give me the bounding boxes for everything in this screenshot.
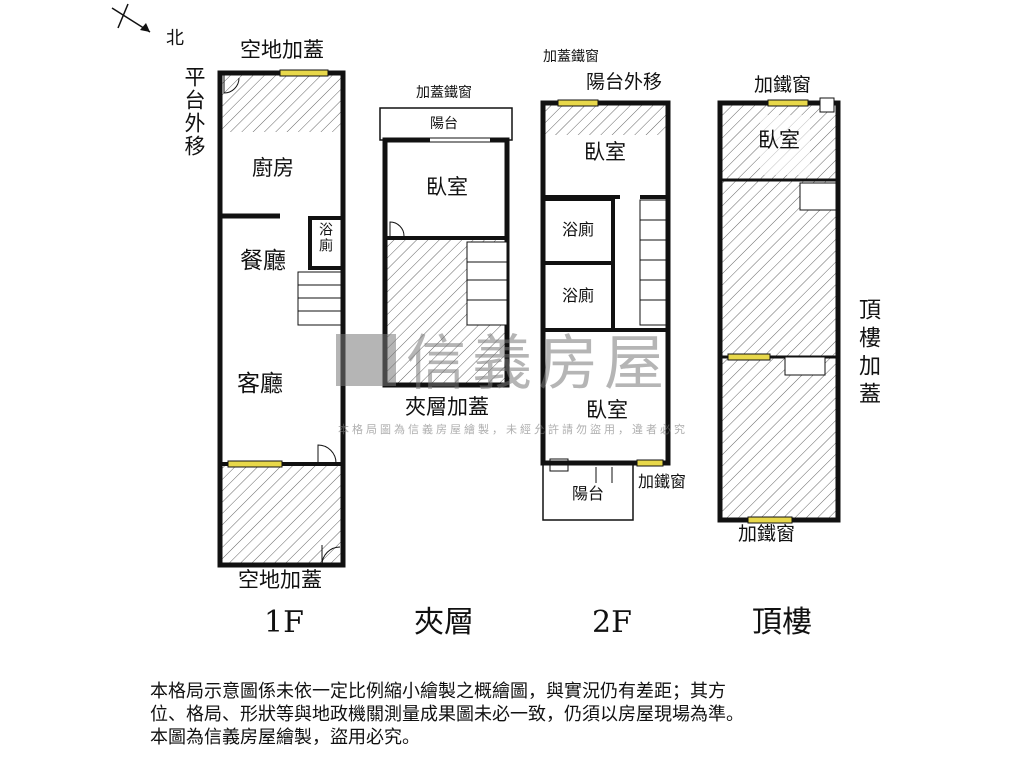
room-label: 加鐵窗 [638, 472, 687, 491]
room-label: 頂樓加蓋 [855, 298, 880, 410]
room-label: 空地加蓋 [240, 38, 324, 62]
room-label: 浴廁 [562, 286, 595, 305]
plan-rooftop [717, 97, 841, 524]
room-label: 陽台外移 [586, 71, 663, 93]
room-label: 客廳 [237, 371, 283, 397]
floor-label-1f: 1F [264, 605, 304, 640]
room-label: 陽台 [572, 484, 605, 503]
floor-label-2f: 2F [592, 605, 632, 640]
watermark-notice: 本格局圖為信義房屋繪製，未經允許請勿盜用，違者必究 [338, 423, 688, 436]
plan-mezzanine [379, 107, 513, 388]
room-label: 陽台 [430, 116, 458, 132]
room-label: 加蓋鐵窗 [416, 85, 472, 101]
room-label: 空地加蓋 [238, 568, 322, 592]
compass-north-label: 北 [166, 28, 184, 49]
room-label: 浴廁 [562, 220, 595, 239]
room-label: 浴廁 [317, 222, 333, 254]
room-label: 臥室 [426, 175, 468, 199]
plan-1f [217, 69, 346, 568]
room-label: 廚房 [252, 156, 294, 180]
compass-arrow-icon [111, 3, 151, 33]
room-label: 臥室 [584, 140, 626, 164]
floor-label-mezzanine: 夾層 [414, 605, 474, 640]
room-label: 餐廳 [240, 248, 286, 274]
room-label: 加鐵窗 [754, 74, 812, 96]
room-label: 臥室 [758, 128, 800, 152]
disclaimer-line: 本圖為信義房屋繪製，盜用必究。 [150, 727, 420, 748]
room-label: 加蓋鐵窗 [543, 49, 599, 65]
disclaimer: 本格局示意圖係未依一定比例縮小繪製之概繪圖，與實況仍有差距；其方 位、格局、形狀… [150, 680, 910, 749]
disclaimer-line: 位、格局、形狀等與地政機關測量成果圖未必一致，仍須以房屋現場為準。 [150, 704, 744, 725]
room-label: 夾層加蓋 [405, 395, 489, 419]
room-label: 加鐵窗 [738, 523, 796, 545]
watermark-logo: 信義房屋 [336, 334, 670, 394]
disclaimer-line: 本格局示意圖係未依一定比例縮小繪製之概繪圖，與實況仍有差距；其方 [150, 681, 726, 702]
room-label: 臥室 [586, 398, 628, 422]
plan-2f [540, 99, 671, 521]
floor-label-rooftop: 頂樓 [752, 605, 812, 640]
room-label: 平台外移 [182, 66, 206, 158]
